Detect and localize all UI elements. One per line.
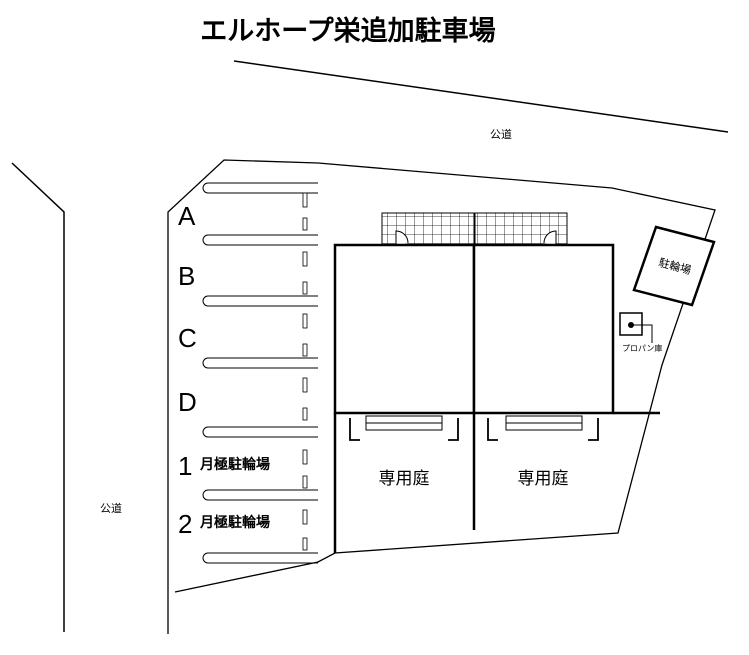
monthly-bike-2-number: 2 <box>178 509 192 539</box>
slot-label-b: B <box>178 261 195 291</box>
step-marks <box>349 418 599 441</box>
road-edge-top <box>233 60 729 133</box>
propane-dot <box>628 322 634 328</box>
map-title: エルホープ栄追加駐車場 <box>200 15 495 47</box>
door-swings <box>395 230 557 245</box>
building-right <box>472 243 615 415</box>
wheel-stops <box>302 192 308 551</box>
bike-parking-area <box>632 225 716 307</box>
monthly-bike-2-label: 月極駐輪場 <box>199 514 270 531</box>
site-boundary <box>167 159 716 634</box>
parking-stall-lines <box>202 182 318 564</box>
garden-outline <box>333 411 660 553</box>
monthly-bike-1-number: 1 <box>178 451 192 481</box>
propane-leader <box>634 324 653 343</box>
road-edge-left <box>11 162 65 632</box>
slot-label-c: C <box>178 323 197 353</box>
road-label-left: 公道 <box>100 501 122 515</box>
monthly-bike-1-label: 月極駐輪場 <box>199 456 270 473</box>
building-left <box>333 243 476 415</box>
propane-label: プロパン庫 <box>622 343 662 353</box>
slot-label-a: A <box>178 201 196 231</box>
garden-label-right: 専用庭 <box>518 469 569 489</box>
steps <box>365 415 583 431</box>
slot-label-d: D <box>178 387 197 417</box>
garden-label-left: 専用庭 <box>379 469 430 489</box>
road-label-top: 公道 <box>490 127 512 141</box>
